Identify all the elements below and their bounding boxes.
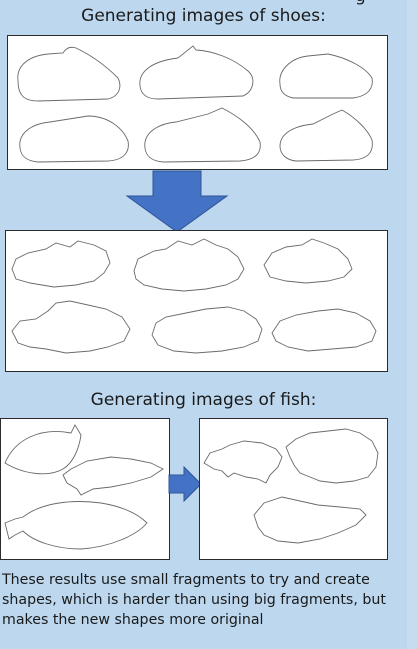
fish-outline-2: [62, 456, 164, 496]
generated-fish-box: [199, 418, 388, 560]
down-arrow-shape: [125, 170, 229, 233]
generated-shoes-outlines: [11, 238, 377, 354]
shoe-outline-3: [279, 53, 373, 99]
generated-shoe-outline-3: [263, 238, 353, 284]
right-edge-strip: [407, 0, 417, 649]
original-fish-outlines: [4, 424, 164, 550]
generated-shoe-outline-5: [151, 306, 263, 354]
cut-off-title-fragment: g: [355, 0, 366, 6]
generated-shoe-outline-2: [133, 238, 245, 292]
shoe-outline-2: [139, 45, 254, 100]
fish-outline-1: [4, 424, 82, 475]
shoe-outline-1: [17, 46, 121, 102]
fish-outline-3: [4, 501, 148, 550]
generated-shoe-outline-6: [271, 308, 377, 352]
generated-shoes-box: [5, 230, 388, 372]
right-arrow: [168, 466, 202, 502]
generated-shoe-outline-4: [11, 300, 131, 354]
shoe-outline-5: [144, 107, 261, 163]
generated-fish-outline-2: [285, 428, 379, 484]
original-shoes-box: [7, 35, 388, 170]
right-arrow-shape: [168, 466, 202, 502]
down-arrow: [125, 170, 229, 233]
original-shoes-outlines: [17, 45, 373, 163]
generated-fish-outline-1: [203, 440, 283, 484]
original-fish-box: [0, 418, 170, 560]
shoe-outline-6: [279, 109, 373, 162]
fish-heading: Generating images of fish:: [90, 390, 317, 410]
shoes-heading: Generating images of shoes:: [81, 6, 326, 26]
results-caption: These results use small fragments to try…: [2, 572, 386, 628]
shoe-outline-4: [19, 115, 129, 163]
generated-fish-outlines: [203, 428, 379, 544]
generated-shoe-outline-1: [11, 240, 111, 288]
generated-fish-outline-3: [253, 496, 367, 544]
